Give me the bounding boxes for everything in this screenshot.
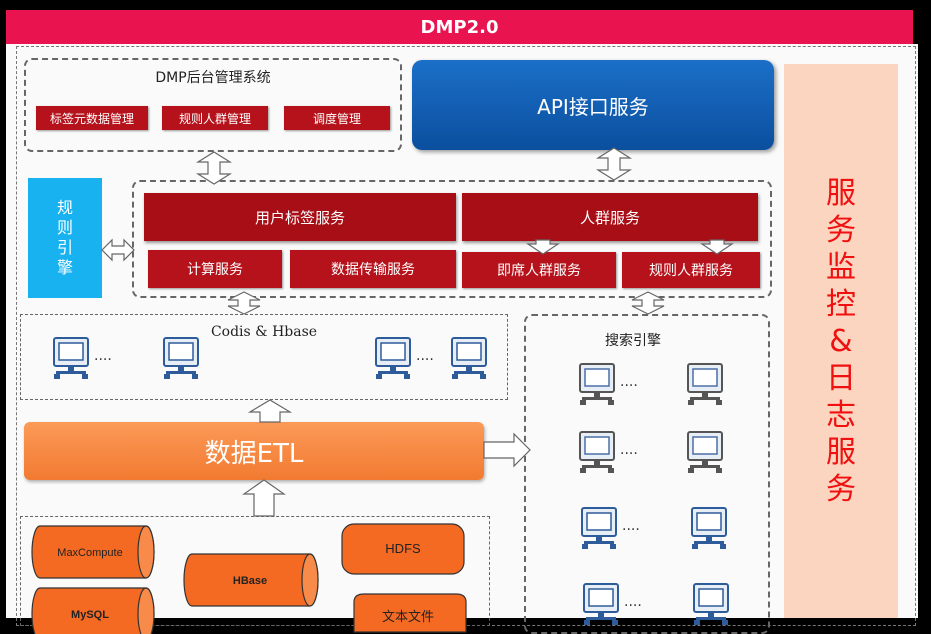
api-service: API接口服务 xyxy=(412,60,774,150)
storage-title: Codis & Hbase xyxy=(210,324,318,340)
page-title: DMP2.0 xyxy=(6,10,913,44)
server-icon xyxy=(53,337,89,380)
rule-engine-char: 擎 xyxy=(56,258,73,277)
monitor-char: 日 xyxy=(826,360,856,396)
etl-process: 数据ETL xyxy=(24,422,484,480)
ellipsis: ···· xyxy=(622,522,640,538)
ellipsis: ···· xyxy=(620,446,638,462)
right-arrow-icon xyxy=(483,432,531,468)
diagram-layer: MaxCompute HBase HDFS MySQL 文本文件 ···· ··… xyxy=(31,147,734,634)
backend-title: DMP后台管理系统 xyxy=(155,70,271,86)
cylinder-cap xyxy=(137,587,155,634)
monitor-char: 服 xyxy=(826,175,856,211)
services-box xyxy=(132,180,772,298)
compute-service: 计算服务 xyxy=(148,250,282,288)
ellipsis: ···· xyxy=(416,352,434,368)
ellipsis: ···· xyxy=(620,378,638,394)
search-title: 搜索引擎 xyxy=(605,333,661,349)
server-icon xyxy=(579,363,615,406)
server-icon xyxy=(693,583,729,626)
server-icon xyxy=(687,363,723,406)
crowd-service: 人群服务 xyxy=(462,193,758,241)
data-transfer-service: 数据传输服务 xyxy=(290,250,456,288)
rule-engine: 规 则 引 擎 xyxy=(28,178,102,298)
monitor-char: 志 xyxy=(826,397,856,433)
rule-crowd-service: 规则人群服务 xyxy=(622,252,760,288)
down-arrow-icon xyxy=(700,239,734,255)
source-label-textfile: 文本文件 xyxy=(382,609,434,624)
up-arrow-icon xyxy=(247,399,293,423)
double-arrow-icon xyxy=(195,151,233,185)
source-label-mysql: MySQL xyxy=(71,609,109,621)
server-icon xyxy=(451,337,487,380)
storage-box xyxy=(20,314,508,400)
rule-engine-char: 则 xyxy=(56,218,73,237)
double-arrow-icon xyxy=(101,238,135,262)
source-label-hdfs: HDFS xyxy=(385,541,421,556)
server-icon xyxy=(375,337,411,380)
monitor-log-service: 服 务 监 控 & 日 志 服 务 xyxy=(784,64,898,618)
double-arrow-icon xyxy=(227,291,261,315)
server-icon xyxy=(583,583,619,626)
monitor-char: 服 xyxy=(826,434,856,470)
server-icon xyxy=(691,507,727,550)
monitor-char: 务 xyxy=(826,212,856,248)
up-arrow-icon xyxy=(242,479,286,517)
source-label-maxcompute: MaxCompute xyxy=(57,547,122,559)
user-tag-service: 用户标签服务 xyxy=(144,193,456,241)
cylinder-cap xyxy=(137,525,155,579)
backend-box xyxy=(24,58,402,152)
ellipsis: ···· xyxy=(624,598,642,614)
ellipsis: ···· xyxy=(94,352,112,368)
double-arrow-icon xyxy=(595,147,633,181)
tag-metadata-button[interactable]: 标签元数据管理 xyxy=(36,106,148,130)
rule-engine-char: 引 xyxy=(56,238,73,257)
server-icon xyxy=(581,507,617,550)
server-icon xyxy=(579,431,615,474)
hdfs-storage-icon xyxy=(341,523,465,575)
adhoc-crowd-service: 即席人群服务 xyxy=(462,252,616,288)
rule-crowd-mgmt-button[interactable]: 规则人群管理 xyxy=(162,106,268,130)
monitor-char: 务 xyxy=(826,471,856,507)
down-arrow-icon xyxy=(526,239,560,255)
rule-engine-char: 规 xyxy=(56,198,73,217)
double-arrow-icon xyxy=(631,291,665,315)
monitor-char: 控 xyxy=(826,286,856,322)
schedule-mgmt-button[interactable]: 调度管理 xyxy=(284,106,390,130)
source-label-hbase: HBase xyxy=(233,575,267,587)
monitor-char: & xyxy=(829,323,853,359)
monitor-char: 监 xyxy=(826,249,856,285)
server-icon xyxy=(687,431,723,474)
server-icon xyxy=(163,337,199,380)
cylinder-cap xyxy=(301,553,319,607)
